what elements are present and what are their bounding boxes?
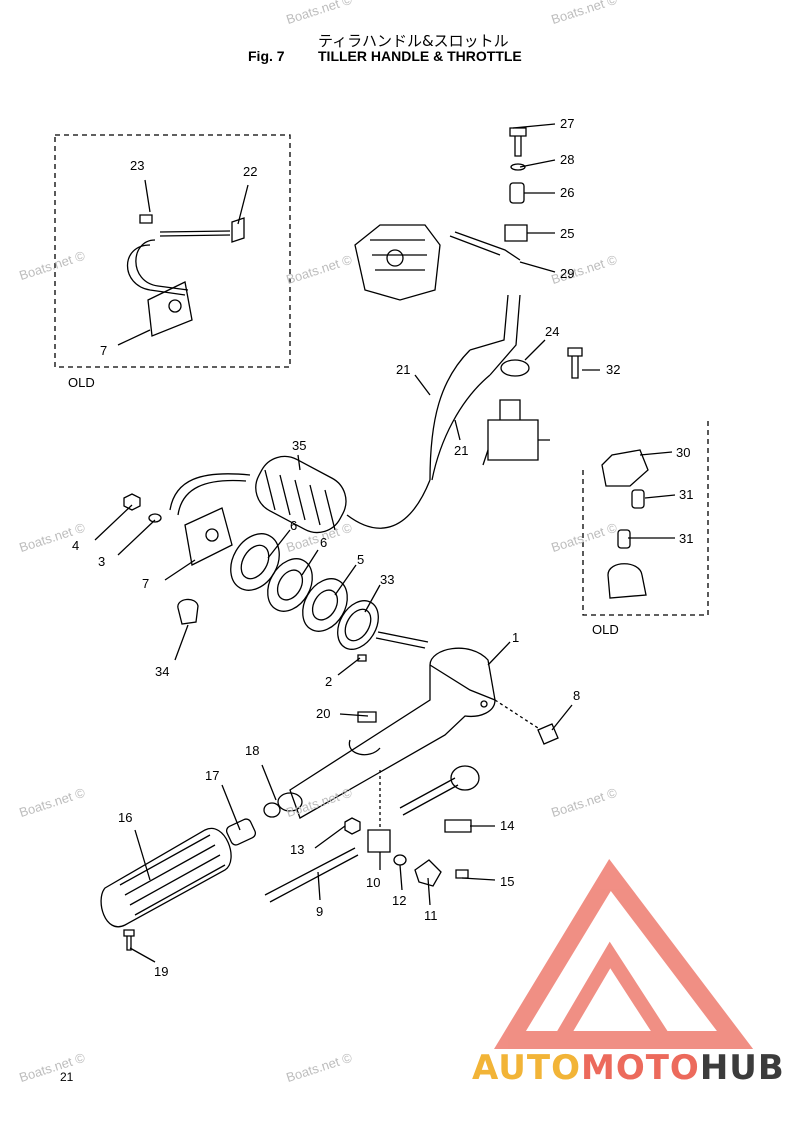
callout-31: 31 xyxy=(679,487,694,502)
callout-9: 9 xyxy=(316,904,324,919)
brand-part-1: AUTO xyxy=(472,1048,581,1088)
callout-4: 4 xyxy=(72,538,80,553)
callout-10: 10 xyxy=(366,875,381,890)
callout-8: 8 xyxy=(573,688,581,703)
callout-19: 19 xyxy=(154,964,169,979)
callout-29: 29 xyxy=(560,266,575,281)
brand-logo xyxy=(494,859,754,1049)
callout-7: 7 xyxy=(142,576,150,591)
callout-14: 14 xyxy=(500,818,515,833)
old-box-right xyxy=(582,420,709,616)
callout-7: 7 xyxy=(100,343,108,358)
callout-21: 21 xyxy=(396,362,411,377)
brand-part-3: HUB xyxy=(699,1048,785,1088)
page-number: 21 xyxy=(60,1070,74,1084)
callout-35: 35 xyxy=(292,438,307,453)
title-japanese: ティラハンドル&スロットル xyxy=(318,32,509,50)
callout-1: 1 xyxy=(512,630,520,645)
callout-30: 30 xyxy=(676,445,691,460)
callout-18: 18 xyxy=(245,743,260,758)
callout-23: 23 xyxy=(130,158,145,173)
callout-22: 22 xyxy=(243,164,258,179)
callout-15: 15 xyxy=(500,874,515,889)
brand-part-2: MOTO xyxy=(580,1048,700,1088)
callout-12: 12 xyxy=(392,893,407,908)
old-label: OLD xyxy=(592,622,619,637)
callout-2: 2 xyxy=(325,674,333,689)
callout-5: 5 xyxy=(357,552,365,567)
callout-28: 28 xyxy=(560,152,575,167)
old-box-left xyxy=(54,134,291,368)
brand-wordmark: AUTOMOTOHUB xyxy=(472,1048,785,1088)
figure-number: Fig. 7 xyxy=(248,48,285,64)
callout-27: 27 xyxy=(560,116,575,131)
callout-17: 17 xyxy=(205,768,220,783)
callout-20: 20 xyxy=(316,706,331,721)
callout-25: 25 xyxy=(560,226,575,241)
callout-13: 13 xyxy=(290,842,305,857)
figure-title: TILLER HANDLE & THROTTLE xyxy=(318,48,522,64)
old-label: OLD xyxy=(68,375,95,390)
callout-24: 24 xyxy=(545,324,560,339)
callout-11: 11 xyxy=(424,908,438,923)
callout-33: 33 xyxy=(380,572,395,587)
callout-31: 31 xyxy=(679,531,694,546)
callout-34: 34 xyxy=(155,664,170,679)
callout-26: 26 xyxy=(560,185,575,200)
callout-3: 3 xyxy=(98,554,106,569)
callout-6: 6 xyxy=(290,518,298,533)
callout-16: 16 xyxy=(118,810,133,825)
callout-21: 21 xyxy=(454,443,469,458)
callout-32: 32 xyxy=(606,362,621,377)
callout-6: 6 xyxy=(320,535,328,550)
